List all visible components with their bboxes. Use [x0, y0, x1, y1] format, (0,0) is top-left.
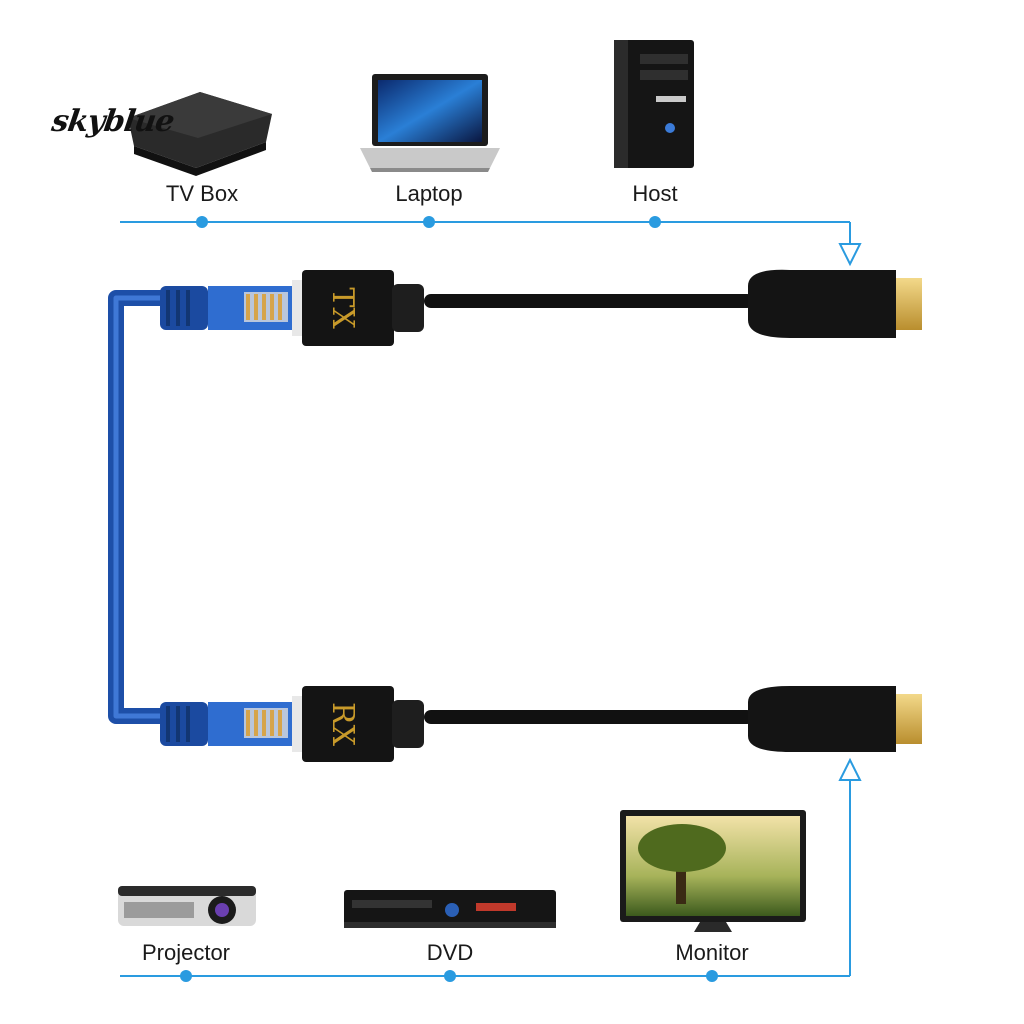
output-flow-line — [120, 757, 862, 982]
label-laptop: Laptop — [395, 181, 463, 206]
desktop-tower-icon — [614, 40, 694, 168]
label-dvd: DVD — [426, 940, 474, 965]
tx-label: TX — [325, 287, 360, 329]
laptop-icon — [360, 74, 500, 172]
label-tv-box: TV Box — [165, 181, 239, 206]
dvd-player-icon — [344, 890, 556, 928]
rx-adapter — [292, 686, 922, 762]
monitor-icon — [620, 810, 806, 932]
label-monitor: Monitor — [675, 940, 749, 965]
label-host: Host — [632, 181, 678, 206]
arrow-down-icon — [838, 243, 862, 267]
label-projector: Projector — [141, 940, 231, 965]
source-flow-line — [120, 216, 862, 267]
tx-adapter — [292, 269, 922, 346]
tv-box-icon — [128, 92, 272, 176]
rx-label: RX — [325, 702, 360, 746]
ethernet-cable — [108, 286, 292, 746]
projector-icon — [118, 886, 256, 926]
arrow-up-icon — [838, 757, 862, 781]
brand-logo: skyblue — [49, 104, 176, 139]
